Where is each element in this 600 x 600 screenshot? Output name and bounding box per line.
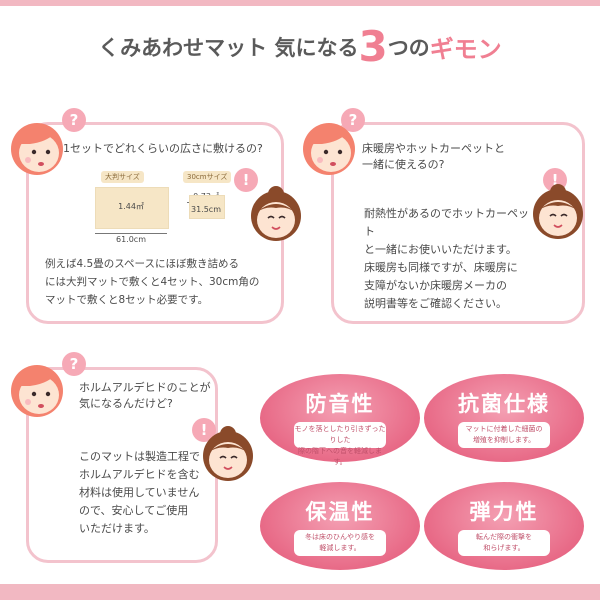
mat-large-dimension-line: [95, 233, 167, 234]
answer-line: マットで敷くと8セット必要です。: [45, 294, 209, 306]
feature-desc: モノを落としたり引きずったりした 際の階下への音を軽減します。: [294, 424, 386, 468]
qa-card-coverage: 1セットでどれくらいの広さに敷けるの? 大判サイズ 1.44㎡ 61.0cm 3…: [26, 122, 284, 324]
girl-asking-face-icon: [11, 365, 63, 417]
feature-desc-line: モノを落としたり引きずったりした: [294, 425, 386, 444]
feature-title: 保温性: [305, 500, 375, 524]
title-main: くみあわせマット 気になる: [98, 36, 359, 60]
feature-desc-line: 軽減します。: [319, 544, 361, 552]
answer-line: このマットは製造工程で: [79, 450, 200, 463]
answer-line: 床暖房も同様ですが、床暖房に: [364, 261, 518, 274]
answer-line: 材料は使用していません: [79, 486, 200, 499]
qa-card-floor-heating: 床暖房やホットカーペットと 一緒に使えるの? 耐熱性があるのでホットカーペット …: [331, 122, 585, 324]
feature-desc-line: 冬は床のひんやり感を: [305, 533, 375, 541]
feature-title: 抗菌仕様: [458, 392, 550, 416]
feature-desc: 転んだ際の衝撃を 和らげます。: [458, 532, 550, 554]
feature-desc-line: マットに付着した細菌の: [465, 425, 543, 433]
answer-line: 耐熱性があるのでホットカーペット: [364, 207, 529, 238]
feature-pill: [294, 530, 386, 556]
girl-asking-face-icon: [11, 123, 63, 175]
answer-line: 支障がないか床暖房メーカの: [364, 279, 507, 292]
question-line: ホルムアルデヒドのことが: [79, 381, 211, 394]
mat-small-width: 31.5cm: [190, 205, 221, 214]
woman-answering-face-icon: [533, 184, 583, 239]
answer-line: ので、安心してご使用: [79, 504, 189, 517]
feature-soundproof: 防音性 モノを落としたり引きずったりした 際の階下への音を軽減します。: [260, 374, 420, 466]
qa-answer: 耐熱性があるのでホットカーペット と一緒にお使いいただけます。 床暖房も同様です…: [364, 205, 534, 313]
qa-question: 床暖房やホットカーペットと 一緒に使えるの?: [362, 141, 505, 173]
feature-desc-line: 転んだ際の衝撃を: [476, 533, 532, 541]
mat-small-illustration: [189, 195, 225, 219]
feature-desc-line: 際の階下への音を軽減します。: [298, 447, 382, 466]
title-number: 3: [358, 22, 388, 71]
feature-pill: [458, 422, 550, 448]
question-badge-icon: ?: [62, 108, 86, 132]
feature-desc-line: 増殖を抑制します。: [472, 436, 536, 444]
question-line: 気になるんだけど?: [79, 397, 173, 410]
mat-large-tag: 大判サイズ: [101, 171, 144, 183]
feature-desc-line: 和らげます。: [483, 544, 525, 552]
qa-answer: 例えば4.5畳のスペースにほぼ敷き詰める には大判マットで敷くと4セット、30c…: [45, 255, 285, 309]
title-accent: ギモン: [429, 35, 502, 64]
feature-antibacterial: 抗菌仕様 マットに付着した細菌の 増殖を抑制します。: [424, 374, 584, 462]
question-badge-icon: ?: [341, 108, 365, 132]
qa-answer: このマットは製造工程で ホルムアルデヒドを含む 材料は使用していません ので、安…: [79, 448, 219, 538]
top-band: [0, 0, 600, 6]
feature-title: 弾力性: [469, 500, 539, 524]
mat-small-tag: 30cmサイズ: [183, 171, 232, 183]
answer-badge-icon: !: [234, 168, 258, 192]
answer-line: 例えば4.5畳のスペースにほぼ敷き詰める: [45, 258, 239, 270]
feature-elasticity: 弾力性 転んだ際の衝撃を 和らげます。: [424, 482, 584, 570]
mat-large-illustration: [95, 187, 169, 229]
feature-pill: [458, 530, 550, 556]
question-line: 1セットでどれくらいの広さに敷けるの?: [63, 142, 263, 155]
title-mid: つの: [387, 36, 430, 60]
feature-heat-retention: 保温性 冬は床のひんやり感を 軽減します。: [260, 482, 420, 570]
bottom-band: [0, 584, 600, 600]
mat-large-width: 61.0cm: [115, 235, 146, 244]
girl-asking-face-icon: [303, 123, 355, 175]
question-badge-icon: ?: [62, 352, 86, 376]
feature-desc: 冬は床のひんやり感を 軽減します。: [294, 532, 386, 554]
question-line: 一緒に使えるの?: [362, 158, 445, 171]
woman-answering-face-icon: [203, 426, 253, 481]
feature-desc: マットに付着した細菌の 増殖を抑制します。: [458, 424, 550, 446]
feature-title: 防音性: [305, 392, 375, 416]
answer-line: いただけます。: [79, 522, 155, 535]
question-line: 床暖房やホットカーペットと: [362, 142, 505, 155]
answer-line: には大判マットで敷くと4セット、30cm角の: [45, 276, 260, 288]
qa-question: 1セットでどれくらいの広さに敷けるの?: [63, 141, 263, 157]
feature-pill: [294, 422, 386, 448]
woman-answering-face-icon: [251, 186, 301, 241]
answer-line: ホルムアルデヒドを含む: [79, 468, 200, 481]
qa-question: ホルムアルデヒドのことが 気になるんだけど?: [79, 380, 211, 412]
page-title: くみあわせマット 気になる3つのギモン: [0, 26, 600, 68]
mat-large-area: 1.44㎡: [118, 202, 144, 211]
answer-line: 説明書等をご確認ください。: [364, 297, 507, 310]
answer-line: と一緒にお使いいただけます。: [364, 243, 517, 256]
